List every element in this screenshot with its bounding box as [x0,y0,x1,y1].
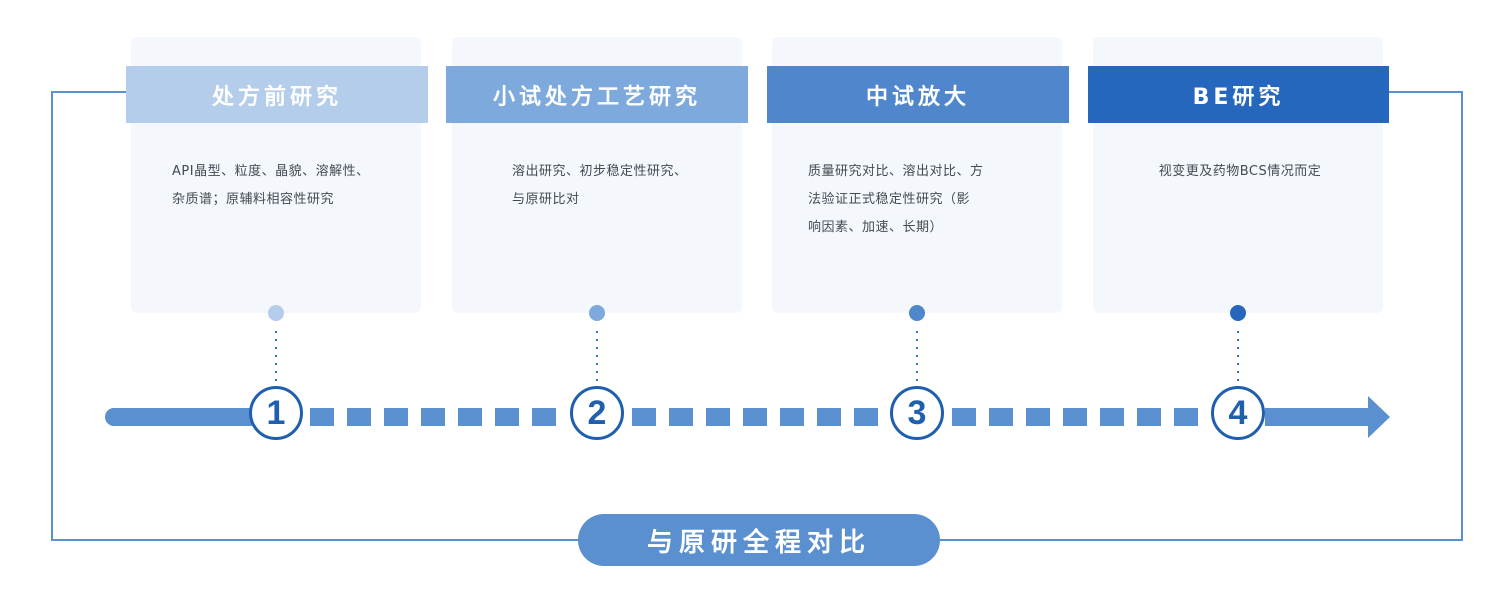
desc-line: 与原研比对 [512,192,580,207]
desc-line: 杂质谱；原辅料相容性研究 [172,192,335,207]
stage-description-4: 视变更及药物BCS情况而定 [1120,158,1360,186]
bottom-label-text: 与原研全程对比 [646,527,871,558]
arrow-dash [989,408,1013,426]
arrow-dash [1100,408,1124,426]
step-number-1: 1 [249,386,303,440]
step-number-text: 2 [587,393,607,432]
step-number-text: 1 [266,393,286,432]
stage-dot-4 [1230,305,1246,321]
stage-description-2: 溶出研究、初步稳定性研究、 与原研比对 [512,158,732,214]
desc-line: API晶型、粒度、晶貌、溶解性、 [172,164,370,179]
arrow-dash [706,408,730,426]
stage-header-2: 小试处方工艺研究 [446,66,748,123]
stage-title: 处方前研究 [211,84,342,110]
step-number-4: 4 [1211,386,1265,440]
dotted-connector-1 [275,328,277,384]
arrow-dash [458,408,482,426]
dotted-connector-3 [916,328,918,384]
stage-dot-3 [909,305,925,321]
arrow-dash [632,408,656,426]
step-number-text: 4 [1228,393,1248,432]
arrow-dash [854,408,878,426]
arrow-dash [310,408,334,426]
stage-title: BE研究 [1192,84,1285,110]
arrow-dash [1063,408,1087,426]
step-number-2: 2 [570,386,624,440]
arrow-dash [669,408,693,426]
stage-title: 小试处方工艺研究 [492,84,701,110]
stage-dot-1 [268,305,284,321]
stage-description-1: API晶型、粒度、晶貌、溶解性、 杂质谱；原辅料相容性研究 [172,158,392,214]
arrow-dash [384,408,408,426]
stage-header-1: 处方前研究 [126,66,428,123]
arrow-dash [780,408,804,426]
arrow-dash [347,408,371,426]
stage-header-4: BE研究 [1088,66,1389,123]
bottom-comparison-label: 与原研全程对比 [578,514,940,566]
step-number-text: 3 [907,393,927,432]
arrow-dash [495,408,519,426]
dotted-connector-4 [1237,328,1239,384]
desc-line: 溶出研究、初步稳定性研究、 [512,164,688,179]
stage-description-3: 质量研究对比、溶出对比、方 法验证正式稳定性研究（影 响因素、加速、长期） [808,158,1028,242]
stage-dot-2 [589,305,605,321]
bracket-line [51,91,578,541]
dotted-connector-2 [596,328,598,384]
desc-line: 响因素、加速、长期） [808,220,944,235]
arrow-dash [743,408,767,426]
arrow-dash [1174,408,1198,426]
desc-line: 法验证正式稳定性研究（影 [808,192,971,207]
desc-line: 质量研究对比、溶出对比、方 [808,164,984,179]
stage-title: 中试放大 [865,84,970,110]
stage-header-3: 中试放大 [767,66,1069,123]
arrow-dash [532,408,556,426]
desc-line: 视变更及药物BCS情况而定 [1158,164,1322,179]
arrow-dash [952,408,976,426]
arrow-dash [421,408,445,426]
arrow-head-icon [1368,396,1390,438]
arrow-dash [1026,408,1050,426]
step-number-3: 3 [890,386,944,440]
bracket-line [940,91,1463,541]
arrow-dash [817,408,841,426]
arrow-dash [1137,408,1161,426]
